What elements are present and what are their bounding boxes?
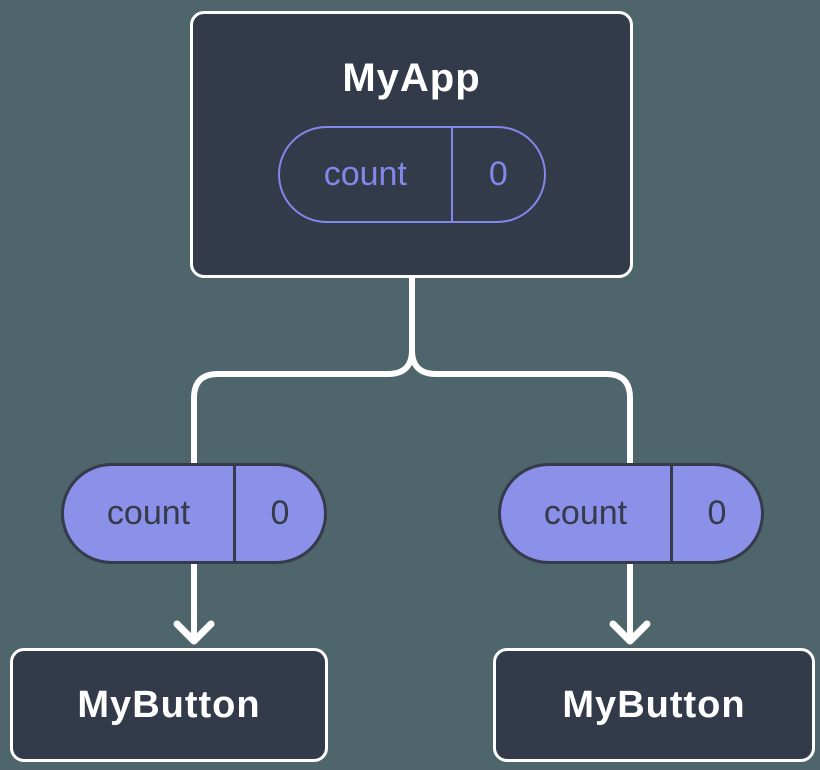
right-child-prop-pill: count 0 [498, 463, 764, 564]
connector-stem-left-branch [191, 278, 415, 637]
myapp-node: MyApp count 0 [190, 11, 633, 278]
arrow-down-icon [173, 620, 215, 645]
prop-name-label: count [280, 128, 454, 221]
node-title: MyButton [562, 683, 746, 726]
node-title: MyApp [342, 56, 481, 100]
prop-name-label: count [64, 466, 236, 561]
arrow-down-icon [609, 620, 651, 645]
connector-right-branch [409, 349, 633, 637]
mybutton-node-right: MyButton [493, 648, 815, 762]
left-child-prop-pill: count 0 [61, 463, 327, 564]
root-prop-pill: count 0 [277, 126, 546, 223]
prop-name-label: count [501, 466, 673, 561]
node-title: MyButton [77, 683, 261, 726]
prop-value-label: 0 [488, 155, 508, 193]
prop-value-label: 0 [707, 494, 727, 532]
mybutton-node-left: MyButton [10, 648, 328, 762]
prop-value-label: 0 [270, 494, 290, 532]
